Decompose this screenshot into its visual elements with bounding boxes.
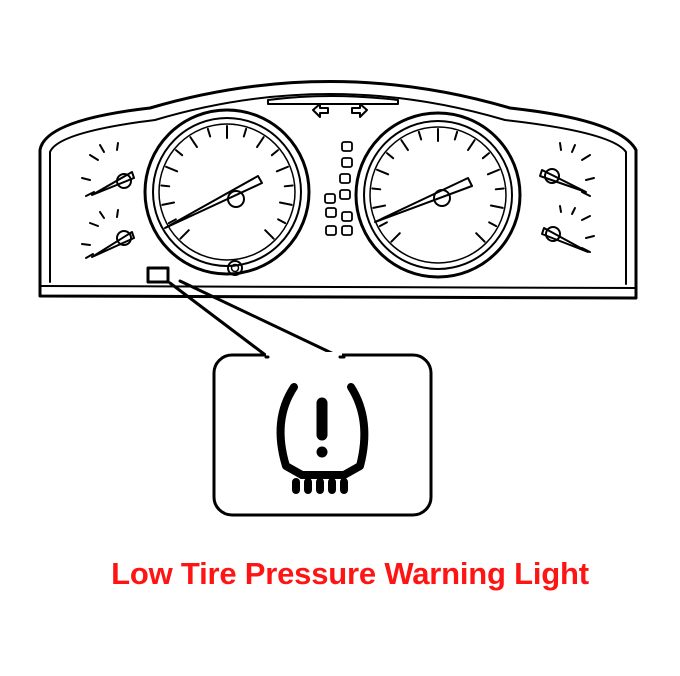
gauge-tick <box>277 218 287 225</box>
speedometer-gauge <box>143 108 311 276</box>
gauge-tick <box>376 168 390 176</box>
gauge-tick <box>417 130 423 141</box>
gauge-tick <box>189 136 198 149</box>
gauge-tick <box>275 165 289 173</box>
callout-leader <box>168 279 342 359</box>
tire-pressure-warning-icon <box>276 383 369 494</box>
tachometer-gauge <box>354 111 522 279</box>
left-turn-signal-icon <box>312 103 329 118</box>
gauge-tick <box>390 232 401 243</box>
cluster-housing <box>38 80 638 300</box>
gauge-tick <box>179 229 190 240</box>
gauge-tick <box>378 221 388 228</box>
right-small-gauges <box>539 142 595 253</box>
gauge-tick <box>481 152 491 160</box>
gauge-tick <box>283 184 294 188</box>
center-indicator-panel <box>267 95 399 236</box>
warning-lamp-location <box>146 266 170 284</box>
gauge-tick <box>385 152 395 160</box>
indicator-lamps <box>324 141 353 236</box>
gauge-tick <box>475 232 486 243</box>
gauge-tick <box>400 139 409 152</box>
right-turn-signal-icon <box>351 103 368 118</box>
gauge-tick <box>264 229 275 240</box>
gauge-tick <box>256 136 265 149</box>
gauge-tick <box>494 187 505 191</box>
gauge-tick <box>453 130 459 141</box>
gauge-tick <box>489 204 504 209</box>
gauge-tick <box>278 201 293 206</box>
gauge-tick <box>206 127 212 138</box>
gauge-tick <box>270 149 280 157</box>
gauge-tick <box>160 184 171 188</box>
caption-label: Low Tire Pressure Warning Light <box>111 556 589 591</box>
gauge-tick <box>371 187 382 191</box>
left-small-gauges <box>81 142 135 259</box>
gauge-tick <box>242 127 248 138</box>
gauge-tick <box>488 221 498 228</box>
gauge-tick <box>372 204 387 209</box>
gauge-tick <box>167 218 177 225</box>
gauge-tick <box>174 149 184 157</box>
gauge-tick <box>165 165 179 173</box>
gauge-tick <box>467 139 476 152</box>
reset-knob <box>227 260 243 276</box>
gauge-tick <box>161 201 176 206</box>
gauge-tick <box>486 168 500 176</box>
